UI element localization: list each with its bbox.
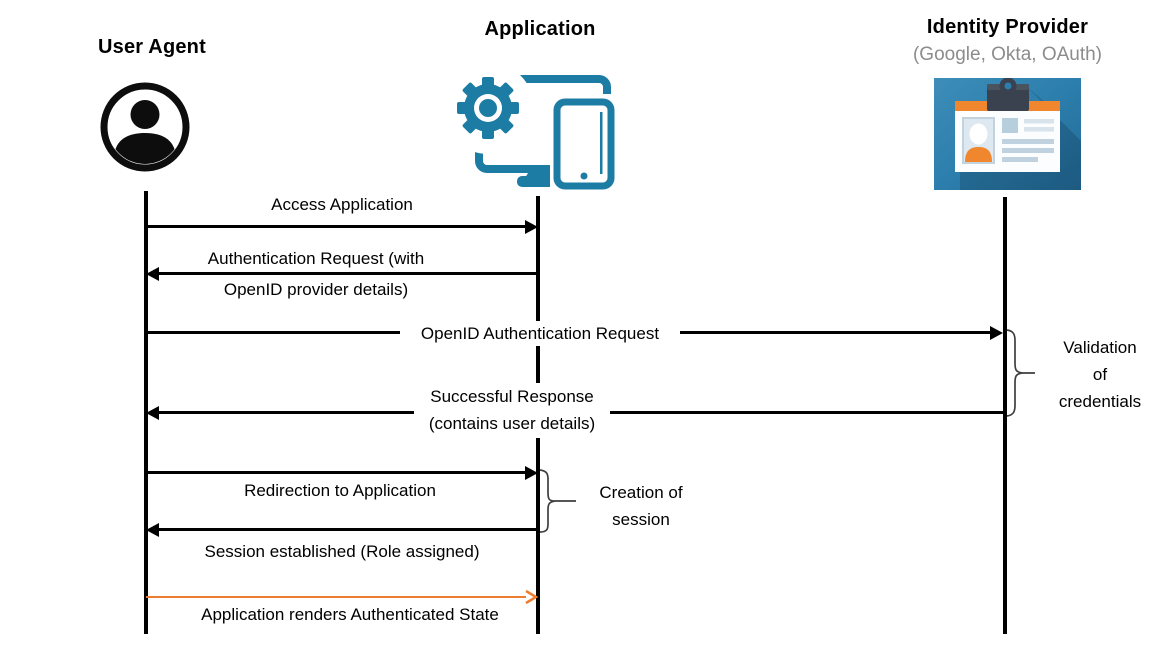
note-creation-line2: session — [612, 510, 670, 529]
actor-title-identity-provider: Identity Provider — [926, 16, 1089, 38]
identity-provider-subtitle: (Google, Okta, OAuth) — [912, 44, 1103, 65]
note-creation-line1: Creation of — [599, 483, 683, 502]
lifeline-identity-provider — [1003, 197, 1007, 634]
arrowhead-chevron-right-icon — [524, 589, 538, 605]
message-label-authentication-request-line2: OpenID provider details) — [223, 280, 409, 299]
note-validation-line1: Validation — [1063, 338, 1137, 357]
user-icon — [99, 81, 191, 173]
message-line-renders-authenticated — [146, 596, 526, 598]
message-label-successful-response-line1: Successful Response — [430, 387, 594, 406]
brace-validation-icon — [1006, 329, 1038, 417]
message-line-session-established — [158, 528, 538, 531]
message-label-authentication-request-line1: Authentication Request (with — [207, 249, 425, 268]
message-label-session-established: Session established (Role assigned) — [204, 542, 480, 561]
actor-title-user-agent: User Agent — [98, 36, 206, 58]
actor-title-application: Application — [484, 18, 596, 40]
message-line-authentication-request — [158, 272, 538, 275]
arrowhead-left-icon — [146, 406, 159, 420]
message-label-openid-request: OpenID Authentication Request — [400, 321, 680, 346]
message-label-successful-response-line2: (contains user details) — [428, 414, 596, 433]
arrowhead-right-icon — [990, 326, 1003, 340]
message-label-redirection: Redirection to Application — [244, 481, 436, 500]
arrowhead-right-icon — [525, 220, 538, 234]
note-validation-line2: of — [1092, 365, 1108, 384]
brace-creation-icon — [539, 469, 579, 533]
message-line-redirection — [146, 471, 527, 474]
message-label-access-application: Access Application — [271, 195, 413, 214]
note-validation-line3: credentials — [1058, 392, 1142, 411]
id-card-icon — [934, 78, 1081, 190]
arrowhead-left-icon — [146, 523, 159, 537]
arrowhead-right-icon — [525, 466, 538, 480]
application-devices-icon — [452, 64, 628, 190]
message-label-renders-authenticated: Application renders Authenticated State — [201, 605, 499, 624]
arrowhead-left-icon — [146, 267, 159, 281]
message-line-access-application — [146, 225, 527, 228]
